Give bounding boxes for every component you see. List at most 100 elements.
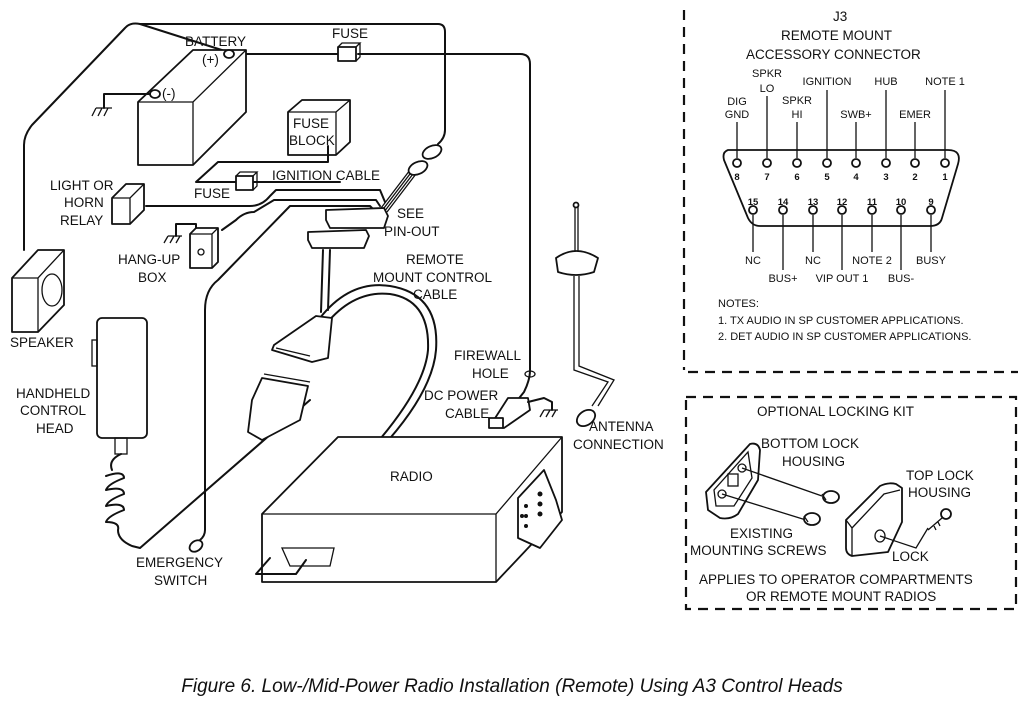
pin-hole (732, 158, 742, 168)
pin-hole (792, 158, 802, 168)
relay-label-2: HORN (64, 195, 104, 210)
key-icon (927, 508, 952, 531)
handheld-label-3: HEAD (36, 421, 74, 436)
fuse-block: FUSE BLOCK (287, 99, 351, 156)
hangup-label-2: BOX (138, 270, 167, 285)
cable-bundle (145, 189, 386, 481)
pin-label: BUSY (916, 255, 947, 267)
hangup-box: HANG-UP BOX (118, 227, 219, 285)
pin-label-line-2: LO (760, 83, 775, 95)
hangup-label-1: HANG-UP (118, 252, 180, 267)
coiled-cord (105, 399, 311, 549)
pin-5: 5 IGNITION (803, 76, 852, 183)
locking-kit-panel-border (684, 395, 1018, 611)
ground-icon (91, 107, 112, 117)
emergency-switch (188, 539, 204, 553)
battery-pos-label: (+) (202, 52, 219, 67)
db25-connector-male (247, 373, 311, 441)
j3-title: J3 (833, 9, 847, 24)
pin-hole (837, 205, 847, 215)
see-pinout-label-2: PIN-OUT (384, 224, 440, 239)
pin-label: NC (745, 255, 761, 267)
antenna (555, 201, 615, 428)
pin-number: 10 (896, 197, 907, 208)
inline-connector-2 (421, 144, 443, 160)
relay-label-3: RELAY (60, 213, 103, 228)
pin-number: 1 (942, 172, 948, 183)
applies-label-2: OR REMOTE MOUNT RADIOS (746, 589, 936, 604)
ground-wire (103, 93, 151, 109)
pin-number: 12 (837, 197, 848, 208)
firewall-label-2: HOLE (472, 366, 509, 381)
pin-hole (910, 158, 920, 168)
pin-label: HUB (874, 76, 897, 88)
pin-number: 13 (808, 197, 819, 208)
pin-label: BUS+ (768, 273, 797, 285)
mounting-screw-2 (803, 512, 821, 526)
see-pinout-label-1: SEE (397, 206, 424, 221)
pin-1: 1 NOTE 1 (925, 76, 965, 183)
emergency-label-2: SWITCH (154, 573, 207, 588)
screws-label-2: MOUNTING SCREWS (690, 543, 827, 558)
hangup-ground-icon (163, 235, 182, 244)
pin-hole (851, 158, 861, 168)
top-lock-housing (845, 482, 903, 557)
applies-label-1: APPLIES TO OPERATOR COMPARTMENTS (699, 572, 973, 587)
pin-label-line-2: HI (792, 109, 803, 121)
pin-hole (926, 205, 936, 215)
pin-hole (822, 158, 832, 168)
antenna-label-1: ANTENNA (589, 419, 654, 434)
ignition-cable-label: IGNITION CABLE (272, 168, 380, 183)
horn-relay: LIGHT OR HORN RELAY (50, 178, 145, 228)
handheld-control-head: HANDHELD CONTROL HEAD (16, 317, 148, 455)
pin-number: 5 (824, 172, 830, 183)
pin-number: 7 (764, 172, 769, 183)
speaker: SPEAKER (10, 249, 74, 350)
pin-label: SPKR (782, 95, 812, 107)
pin-hole (748, 205, 758, 215)
fuse-top-label: FUSE (332, 26, 368, 41)
pin-number: 2 (912, 172, 917, 183)
fuse-top: FUSE (332, 26, 368, 62)
ignition-wire (195, 145, 341, 183)
pin-hole (762, 158, 772, 168)
battery: BATTERY (+) (-) (137, 34, 247, 166)
pin-label: NOTE 1 (925, 76, 965, 88)
j3-title-2: REMOTE MOUNT (781, 28, 892, 43)
bottom-lock-housing (705, 442, 761, 520)
firewall-label-1: FIREWALL (454, 348, 522, 363)
lock-label: LOCK (892, 549, 929, 564)
battery-neg-label: (-) (162, 86, 176, 101)
pin-hole (940, 158, 950, 168)
j3-title-3: ACCESSORY CONNECTOR (746, 47, 921, 62)
handheld-label-2: CONTROL (20, 403, 86, 418)
remote-cable-label-2: MOUNT CONTROL (373, 270, 492, 285)
pin-number: 8 (734, 172, 739, 183)
pin-hole (896, 205, 906, 215)
fuse-mid: FUSE (194, 171, 259, 201)
firewall-hole-grommet (524, 370, 536, 378)
fuse-block-label-2: BLOCK (289, 133, 335, 148)
note-2: 2. DET AUDIO IN SP CUSTOMER APPLICATIONS… (718, 331, 971, 343)
pin-number: 14 (778, 197, 789, 208)
remote-cable-label-1: REMOTE (406, 252, 464, 267)
battery-negative-terminal (149, 89, 161, 99)
bottom-lock-label-1: BOTTOM LOCK (761, 436, 859, 451)
db25-connector-female (271, 315, 333, 363)
pin-label: SWB+ (840, 109, 871, 121)
pin-label: IGNITION (803, 76, 852, 88)
